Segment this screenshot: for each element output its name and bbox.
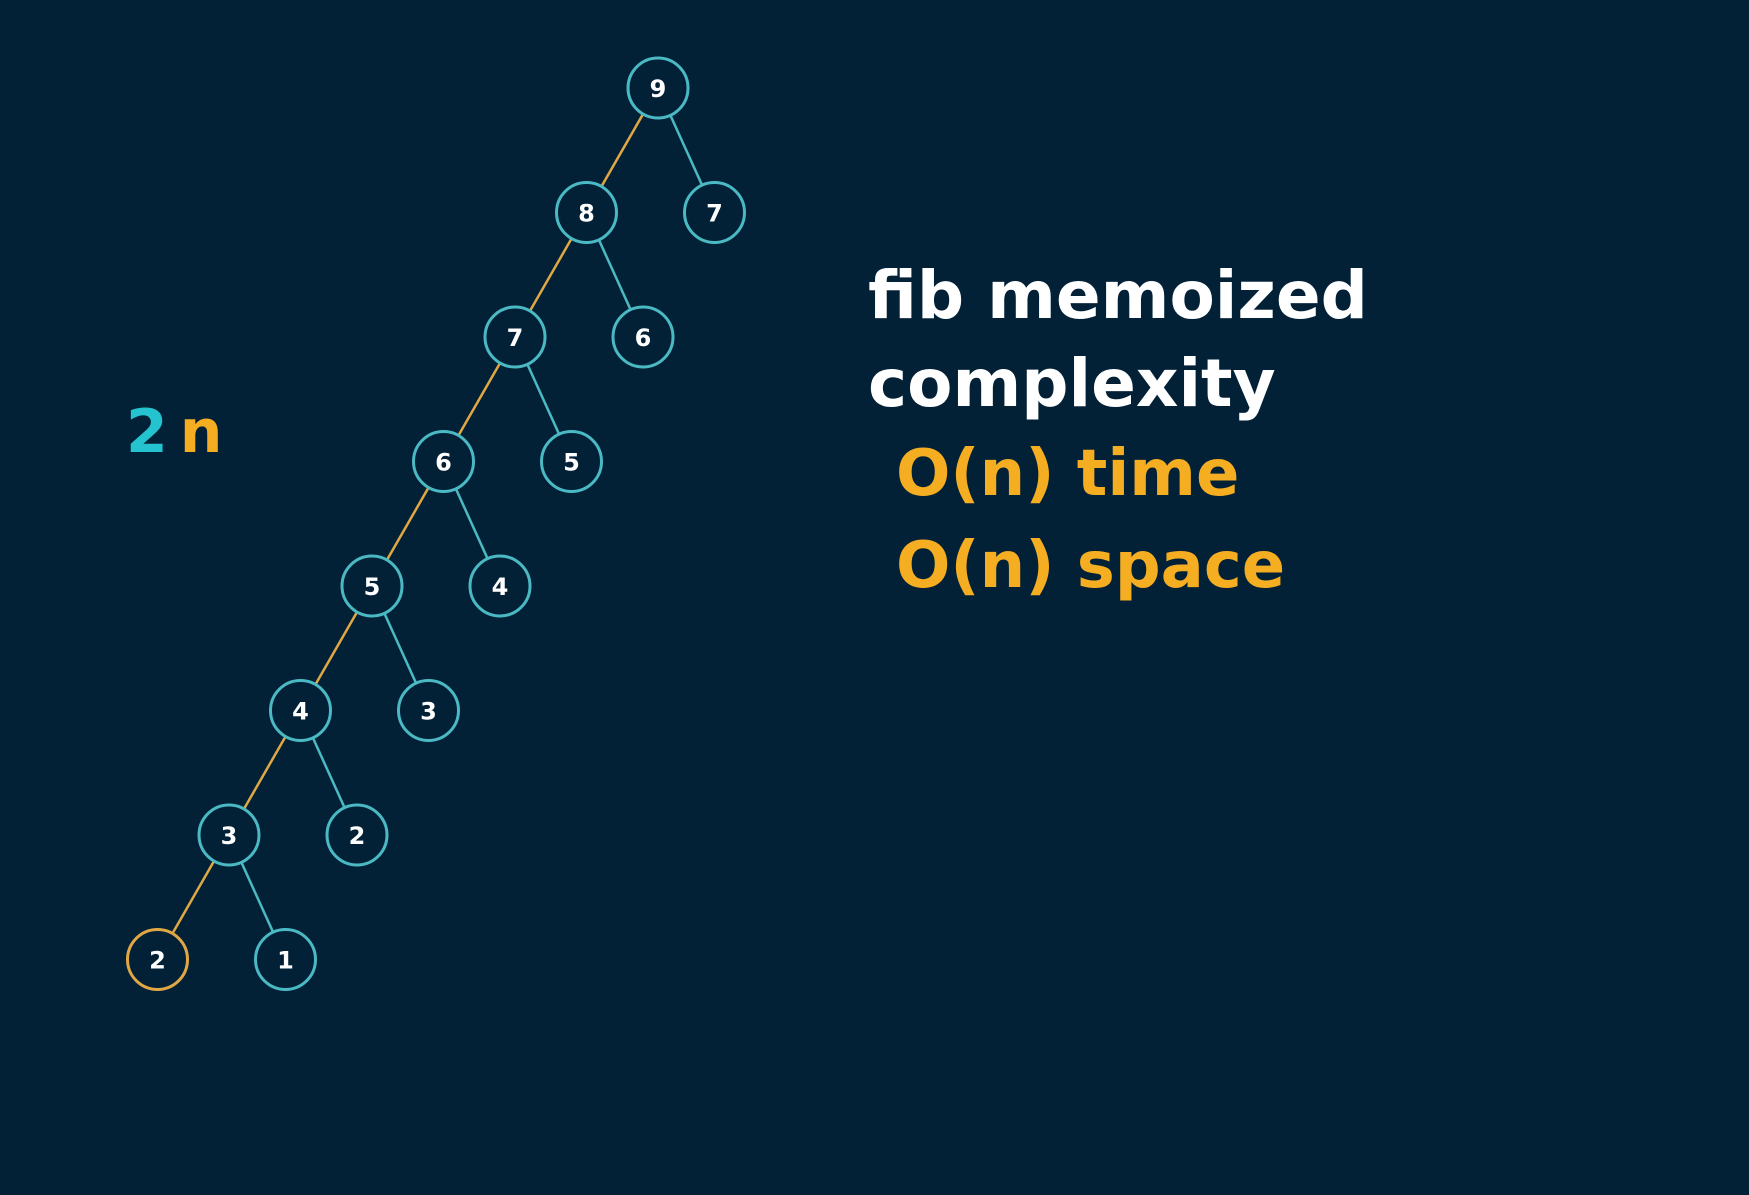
tree-edge-n5-n4 [314, 611, 359, 686]
tree-node-circle [412, 430, 475, 493]
tree-node: 5 [540, 430, 603, 493]
tree-edge-n4-n3 [242, 735, 287, 810]
tree-node-circle [254, 928, 317, 991]
tree-node-circle [197, 803, 261, 867]
tree-node: 4 [269, 679, 332, 742]
tree-node-circle [540, 430, 603, 493]
tree-edge-n6-n5 [385, 486, 430, 561]
tree-node-label: 6 [635, 324, 652, 352]
tree-node-label: 3 [420, 698, 437, 726]
tree-node-label: 7 [507, 324, 524, 352]
tree-node: 6 [611, 305, 675, 369]
tree-node-circle-highlighted [126, 928, 189, 991]
tree-node-label: 4 [492, 573, 509, 601]
tree-node-label: 2 [149, 947, 166, 975]
tree-node-circle [397, 679, 460, 742]
tree-edge-n6-r4 [454, 488, 489, 560]
tree-node-circle [483, 305, 547, 369]
complexity-text-block: fib memoized complexity O(n) time O(n) s… [868, 252, 1368, 612]
tree-node-label: 4 [292, 698, 309, 726]
tree-node-circle [683, 181, 746, 244]
tree-node-label: 2 [349, 822, 366, 850]
tree-edge-n3-n2 [171, 860, 216, 935]
tree-node-circle [555, 181, 618, 244]
tree-node-circle [626, 56, 690, 120]
tree-node-label: 5 [563, 449, 580, 477]
tree-node: 3 [397, 679, 460, 742]
tree-edges [171, 113, 704, 935]
space-complexity: O(n) space [896, 529, 1286, 603]
tree-node-label: 9 [650, 75, 667, 103]
tree-node-label: 3 [221, 822, 238, 850]
tree-node-label: 1 [277, 947, 294, 975]
tree-edge-n8-r6 [597, 239, 632, 311]
call-count-variable: n [179, 397, 223, 467]
tree-node-label: 5 [364, 573, 381, 601]
tree-node: 7 [683, 181, 746, 244]
tree-node: 2 [126, 928, 189, 991]
tree-edge-n7-n6 [457, 362, 502, 437]
tree-node: 1 [254, 928, 317, 991]
tree-edge-n4-r2 [311, 737, 346, 809]
tree-edge-n3-r1 [240, 861, 275, 933]
tree-node-circle [468, 554, 532, 618]
tree-node-label: 6 [435, 449, 452, 477]
tree-edge-n9-r7 [669, 114, 704, 186]
tree-nodes: 9 8 7 7 6 6 5 5 4 4 3 3 2 2 1 [126, 56, 746, 991]
time-complexity: O(n) time [896, 437, 1240, 511]
tree-node: 5 [340, 554, 404, 618]
tree-edge-n5-r3 [383, 612, 418, 684]
tree-node: 8 [555, 181, 618, 244]
slide-title-line-2: complexity [868, 345, 1276, 422]
call-count-coefficient: 2 [126, 397, 168, 467]
tree-node: 2 [325, 803, 389, 867]
tree-node: 7 [483, 305, 547, 369]
tree-edge-n9-n8 [600, 113, 645, 188]
tree-node-label: 8 [578, 200, 595, 228]
tree-node-circle [269, 679, 332, 742]
tree-node: 3 [197, 803, 261, 867]
tree-node: 9 [626, 56, 690, 120]
tree-node: 6 [412, 430, 475, 493]
tree-edge-n8-n7 [528, 237, 573, 312]
tree-node-label: 7 [706, 200, 723, 228]
tree-edge-n7-r5 [526, 363, 561, 435]
tree-node-circle [340, 554, 404, 618]
tree-node-circle [611, 305, 675, 369]
tree-node: 4 [468, 554, 532, 618]
slide-title-line-1: fib memoized [868, 257, 1368, 334]
tree-node-circle [325, 803, 389, 867]
